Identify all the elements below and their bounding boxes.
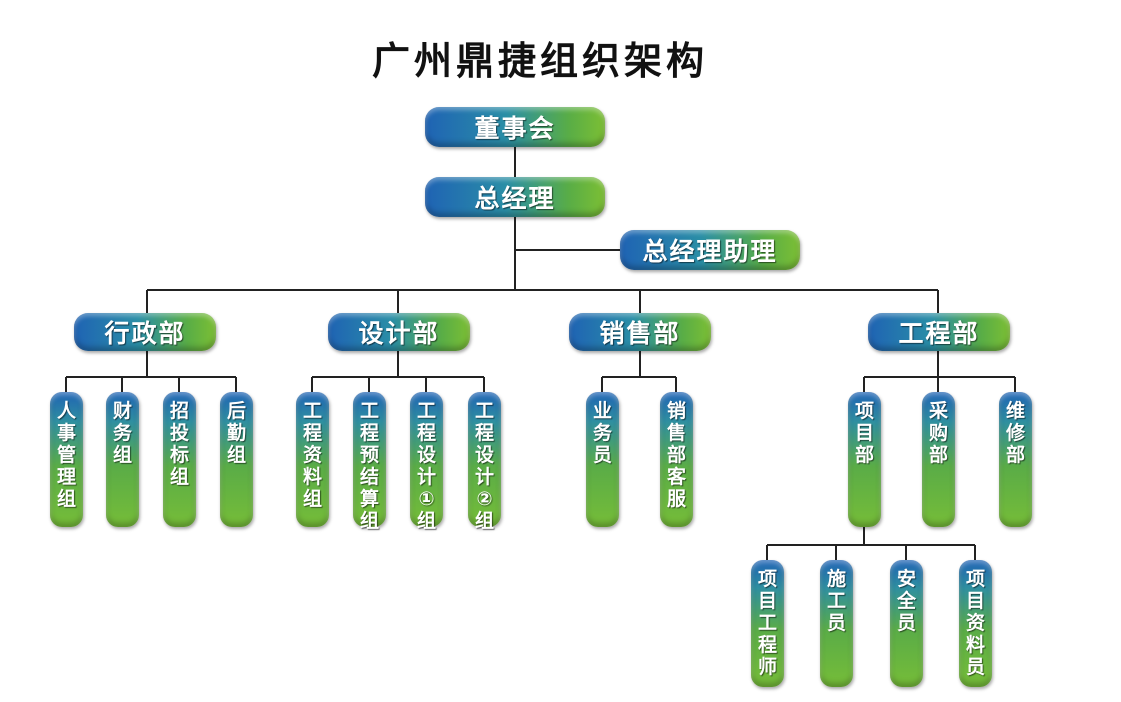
design-group-box: 工程设计②组 — [468, 392, 501, 532]
project-role-box: 安全员 — [890, 560, 923, 687]
board-box: 董事会 — [425, 107, 605, 147]
gm-assistant-box: 总经理助理 — [620, 230, 800, 270]
sales-group-label: 业务员 — [592, 400, 612, 466]
engineering-group-label: 维修部 — [1005, 400, 1025, 466]
admin-group-box: 招投标组 — [163, 392, 196, 527]
project-role-label: 项目工程师 — [757, 568, 777, 678]
project-role-box: 项目工程师 — [751, 560, 784, 687]
engineering-group-label: 采购部 — [928, 400, 948, 466]
chart-title: 广州鼎捷组织架构 — [371, 39, 708, 83]
engineering-group-box: 项目部 — [848, 392, 881, 527]
design-group-label: 工程设计①组 — [416, 400, 436, 532]
admin-group-label: 招投标组 — [169, 400, 189, 488]
admin-group-label: 人事管理组 — [56, 400, 76, 510]
admin-group-box: 财务组 — [106, 392, 139, 527]
project-role-box: 项目资料员 — [959, 560, 992, 687]
project-role-label: 安全员 — [896, 568, 916, 634]
design-group-label: 工程预结算组 — [359, 400, 379, 532]
admin-group-box: 人事管理组 — [50, 392, 83, 527]
project-role-label: 施工员 — [826, 568, 846, 634]
sales-group-box: 业务员 — [586, 392, 619, 527]
dept-engineering-box: 工程部 — [868, 313, 1010, 351]
admin-group-label: 后勤组 — [226, 400, 246, 466]
project-role-box: 施工员 — [820, 560, 853, 687]
sales-group-label: 销售部客服 — [666, 400, 686, 510]
design-group-box: 工程预结算组 — [353, 392, 386, 532]
design-group-label: 工程资料组 — [302, 400, 322, 510]
admin-group-box: 后勤组 — [220, 392, 253, 527]
gm-box: 总经理 — [425, 177, 605, 217]
design-group-label: 工程设计②组 — [474, 400, 494, 532]
admin-group-label: 财务组 — [112, 400, 132, 466]
project-role-label: 项目资料员 — [965, 568, 985, 678]
dept-design-box: 设计部 — [328, 313, 470, 351]
design-group-box: 工程设计①组 — [410, 392, 443, 532]
engineering-group-label: 项目部 — [854, 400, 874, 466]
dept-sales-box: 销售部 — [569, 313, 711, 351]
engineering-group-box: 采购部 — [922, 392, 955, 527]
dept-admin-box: 行政部 — [74, 313, 216, 351]
design-group-box: 工程资料组 — [296, 392, 329, 527]
sales-group-box: 销售部客服 — [660, 392, 693, 527]
engineering-group-box: 维修部 — [999, 392, 1032, 527]
